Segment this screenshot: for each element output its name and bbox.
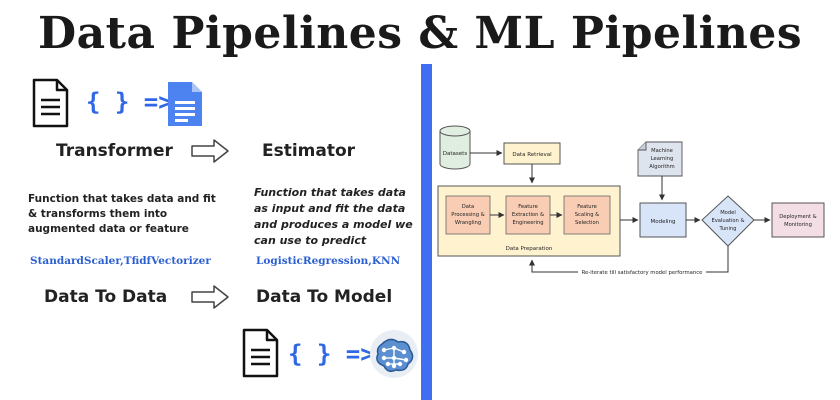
model-evaluation-line: Model [720, 210, 736, 216]
transformer-description: Function that takes data and fit & trans… [28, 193, 216, 235]
data-processing-node: Data Processing & Wrangling [445, 195, 491, 235]
ml-algorithm-node: Machine Learning Algorithm [637, 141, 683, 177]
ml-algorithm-line: Machine [651, 148, 673, 154]
feature-scaling-line: Selection [575, 220, 599, 226]
estimator-label: Estimator [262, 141, 356, 161]
page-title: Data Pipelines & ML Pipelines [38, 8, 803, 59]
feedback-label: Re-iterate till satisfactory model perfo… [582, 270, 703, 276]
feature-extraction-node: Feature Extraction & Engineering [505, 195, 551, 235]
feature-scaling-node: Feature Scaling & Selection [563, 195, 611, 235]
modeling-node: Modeling [639, 202, 687, 238]
deployment-line: Monitoring [784, 222, 812, 228]
feature-extraction-line: Feature [518, 204, 538, 210]
transformer-label: Transformer [56, 141, 173, 161]
deployment-node: Deployment & Monitoring [771, 202, 825, 238]
ml-pipeline-diagram: Datasets Data Retrieval Data Preparation… [432, 112, 832, 288]
transformer-examples: StandardScaler,TfidfVectorizer [30, 255, 211, 267]
estimator-description: Function that takes data as input and fi… [254, 186, 413, 247]
model-evaluation-line: Evaluation & [711, 218, 744, 224]
document-icon [240, 328, 280, 378]
data-retrieval-node: Data Retrieval [503, 142, 561, 165]
braces-arrow-symbol: { } => [86, 88, 173, 116]
data-processing-line: Data [462, 204, 474, 210]
ml-algorithm-line: Algorithm [649, 164, 674, 170]
document-icon [30, 78, 70, 128]
feature-scaling-line: Scaling & [575, 212, 599, 218]
data-preparation-label: Data Preparation [506, 246, 553, 252]
model-evaluation-node: Model Evaluation & Tuning [701, 195, 755, 247]
data-processing-line: Wrangling [455, 220, 481, 226]
model-evaluation-line: Tuning [719, 226, 737, 232]
google-docs-icon [166, 80, 204, 128]
feature-scaling-line: Feature [577, 204, 597, 210]
ml-algorithm-line: Learning [651, 156, 674, 162]
feature-extraction-line: Extraction & [512, 212, 544, 218]
arrow-right-icon [190, 138, 230, 164]
brain-network-icon [368, 328, 420, 380]
modeling-label: Modeling [650, 219, 675, 225]
deployment-line: Deployment & [779, 214, 816, 220]
datasets-node: Datasets [439, 125, 471, 170]
feedback-label-bg [578, 268, 706, 276]
data-to-model-label: Data To Model [256, 287, 393, 307]
data-processing-line: Processing & [451, 212, 484, 218]
braces-arrow-symbol: { } => [288, 340, 375, 368]
data-retrieval-label: Data Retrieval [512, 152, 552, 158]
arrow-right-icon [190, 284, 230, 310]
estimator-examples: LogisticRegression,KNN [256, 255, 401, 267]
vertical-divider [421, 64, 432, 400]
data-to-data-label: Data To Data [44, 287, 168, 307]
datasets-label: Datasets [443, 151, 468, 157]
feature-extraction-line: Engineering [512, 220, 543, 226]
